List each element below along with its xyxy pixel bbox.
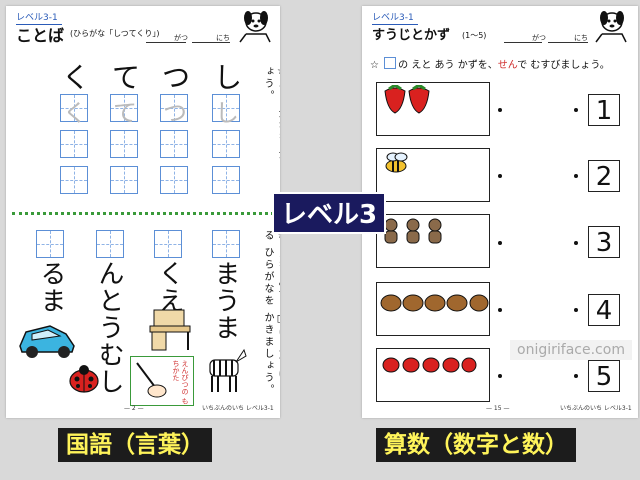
caption-math: 算数（数字と数） [376,428,576,462]
write-box[interactable] [212,130,240,158]
site-watermark: onigiriface.com [510,340,632,360]
pinecone-icon [380,294,489,312]
word-ladybug-partial: んとうむし [94,260,124,395]
picture-box [376,82,490,136]
trace-box[interactable]: く [60,94,88,127]
left-worksheet-page: レベル3-1 ことば (ひらがな「しつてくり」) がつ にち く て つ し く… [6,6,280,418]
square-symbol [384,57,397,69]
left-level-label: レベル3-1 [16,10,62,25]
write-box[interactable] [160,130,188,158]
left-month-label: がつ [174,34,188,42]
level-banner: レベル3 [272,192,386,234]
picture-box [376,148,490,202]
connect-dot-left[interactable] [498,241,502,245]
right-instruction: ☆ の えと あう かずを、せんで むすびましょう。 [370,56,610,71]
connect-dot-right[interactable] [574,108,578,112]
picture-box [376,348,490,402]
zebra-icon [209,348,247,392]
write-box[interactable] [60,130,88,158]
left-page-title: ことば [16,26,65,45]
strawberry-icon [384,85,430,114]
number-box-1: 1 [588,94,620,126]
pencil-grip-label: えんぴつの もちかた [172,360,189,405]
connect-dot-right[interactable] [574,308,578,312]
caption-japanese-language: 国語（言葉） [58,428,212,462]
pencil-grip-panel: えんぴつの もちかた [130,356,194,406]
ladybug-icon [69,365,99,393]
kana-model: つ [162,61,191,94]
trace-box[interactable]: て [110,94,138,127]
write-box[interactable] [160,166,188,194]
connect-dot-left[interactable] [498,108,502,112]
number-box-2: 2 [588,160,620,192]
trace-box[interactable]: し [212,94,240,127]
left-month-line [146,42,186,43]
connect-dot-left[interactable] [498,374,502,378]
left-day-line [192,42,230,43]
number-box-5: 5 [588,360,620,392]
car-icon [19,325,75,358]
left-page-subtitle: (ひらがな「しつてくり」) [70,29,160,38]
connect-dot-right[interactable] [574,241,578,245]
pencil-hand-icon [136,362,167,398]
answer-box[interactable] [154,230,182,258]
answer-box[interactable] [96,230,124,258]
word-zebra-partial: まうま [210,260,240,341]
picture-box [376,282,490,336]
bear-icon [384,218,442,244]
right-footer: いちぶんのいち レベル3-1 [560,405,632,412]
right-page-range: (1〜5) [462,31,487,40]
connect-dot-right[interactable] [574,174,578,178]
write-box[interactable] [212,166,240,194]
answer-box[interactable] [212,230,240,258]
right-month-line [504,42,542,43]
ladybug-icon [382,357,477,373]
left-footer: いちぶんのいち レベル3-1 [202,405,274,412]
write-box[interactable] [60,166,88,194]
right-page-number: — 15 — [486,405,510,412]
bee-icon [385,152,408,173]
section-divider [12,212,274,215]
right-day-label: にち [574,34,588,42]
right-month-label: がつ [532,34,546,42]
kana-model: て [112,61,141,94]
dog-mascot-icon [239,11,271,43]
trace-box[interactable]: つ [160,94,188,127]
instruction-fill-boxes: ☆ えを みて、□に あてはまる ひらがなを かきましょう。 [262,230,280,397]
dog-mascot-icon [595,11,627,43]
right-level-label: レベル3-1 [372,10,418,25]
left-page-number: — 2 — [124,405,144,412]
kana-model: く [62,61,91,94]
desk-icon [149,309,191,351]
connect-dot-left[interactable] [498,174,502,178]
answer-box[interactable] [36,230,64,258]
right-day-line [548,42,588,43]
kana-model: し [214,61,243,94]
connect-dot-right[interactable] [574,374,578,378]
word-car-partial: るま [36,260,66,314]
instruction-write-hiragana: ☆ ひらがなを かきましょう。 [262,66,280,197]
number-box-3: 3 [588,226,620,258]
number-box-4: 4 [588,294,620,326]
right-page-title: すうじとかず [372,28,451,43]
word-desk-partial: くえ [154,260,184,314]
picture-box [376,214,490,268]
left-day-label: にち [216,34,230,42]
write-box[interactable] [110,130,138,158]
connect-dot-left[interactable] [498,308,502,312]
write-box[interactable] [110,166,138,194]
sen-word: せん [497,60,518,71]
